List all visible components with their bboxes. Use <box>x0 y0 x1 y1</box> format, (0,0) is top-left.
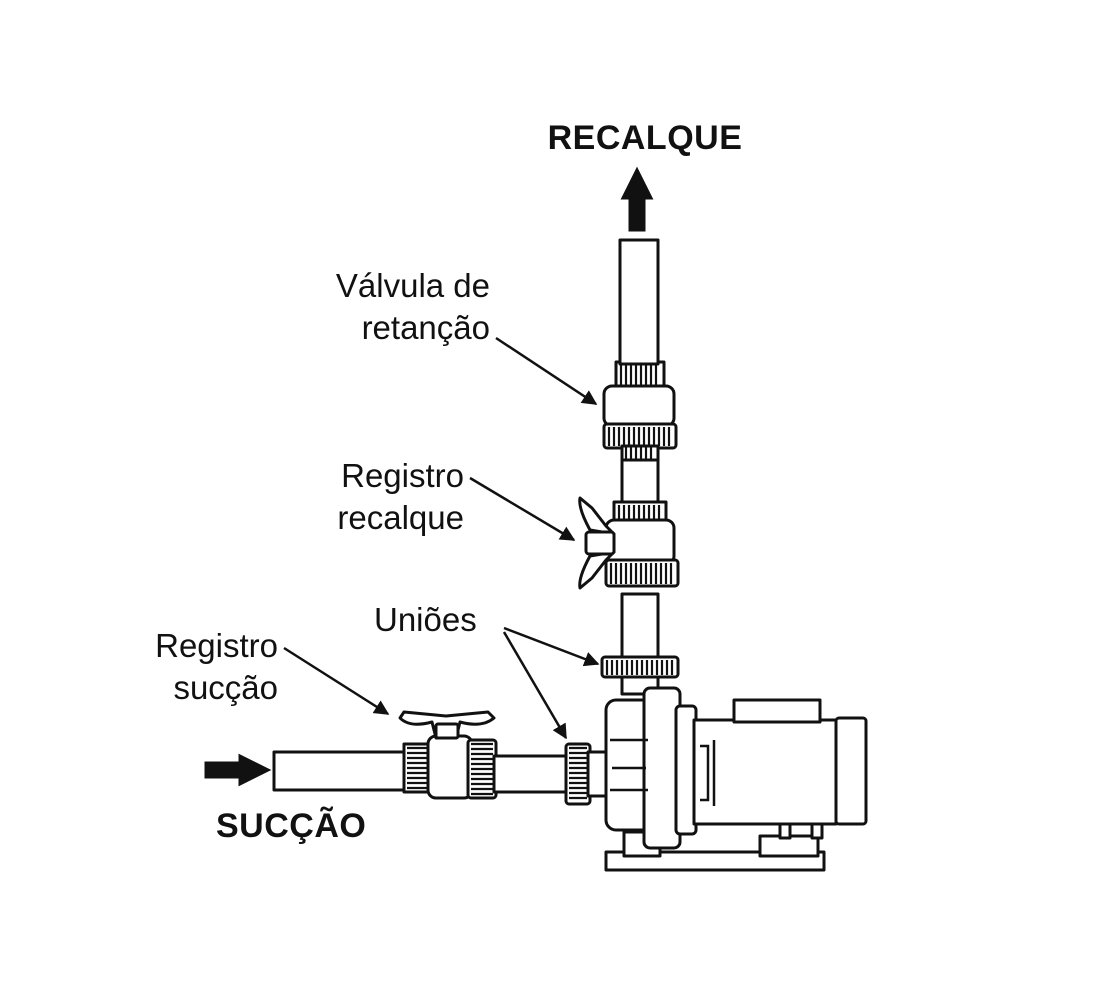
discharge-flow-arrow <box>620 166 654 232</box>
discharge-register-label-line1: Registro <box>341 457 464 494</box>
check-valve-body <box>602 384 676 428</box>
leader-check-valve <box>495 336 598 406</box>
unions-label: Uniões <box>374 601 477 638</box>
pump <box>604 686 868 872</box>
suction-register-handle-hub <box>434 722 460 740</box>
discharge-register-label-line2: recalque <box>337 499 464 536</box>
pump-volute-lines <box>610 738 648 792</box>
leader-union-suction <box>502 631 568 740</box>
pump-motor-endcap <box>834 716 868 826</box>
discharge-title: RECALQUE <box>547 119 743 157</box>
check-valve-bottom-threads <box>607 427 671 446</box>
pump-motor-body <box>692 718 838 826</box>
discharge-register-handle-hub <box>584 530 616 556</box>
check-valve-label-line1: Válvula de <box>335 267 490 304</box>
check-valve-label-line2: retanção <box>361 309 490 346</box>
suction-register-label-line2: sucção <box>173 669 278 706</box>
pump-terminal-box <box>732 698 822 724</box>
suction-title: SUCÇÃO <box>216 807 367 845</box>
leader-union-discharge <box>503 626 600 667</box>
pump-motor-coupling <box>700 740 716 806</box>
suction-flow-arrow <box>204 753 272 787</box>
discharge-register-bottom-threads <box>609 563 673 584</box>
suction-register-label-line1: Registro <box>155 627 278 664</box>
discharge-register-handle-bottom <box>578 550 616 590</box>
suction-register-right-threads <box>471 742 493 796</box>
suction-pipe-middle <box>492 754 570 794</box>
discharge-register-body <box>604 518 676 566</box>
check-valve-top-threads <box>619 365 658 386</box>
discharge-register-handle-top <box>578 496 616 536</box>
discharge-register-top-threads <box>617 505 661 521</box>
check-valve-stub-threads <box>624 447 653 459</box>
union-suction-threads <box>569 746 587 800</box>
union-discharge-threads <box>605 660 674 675</box>
discharge-pipe-lower <box>620 592 660 696</box>
suction-pipe-inlet <box>272 750 412 792</box>
suction-register-body <box>426 734 474 800</box>
leader-discharge-register <box>469 476 576 542</box>
suction-register-left-threads <box>407 746 429 790</box>
leader-suction-register <box>283 646 390 716</box>
discharge-pipe-upper <box>618 238 660 366</box>
